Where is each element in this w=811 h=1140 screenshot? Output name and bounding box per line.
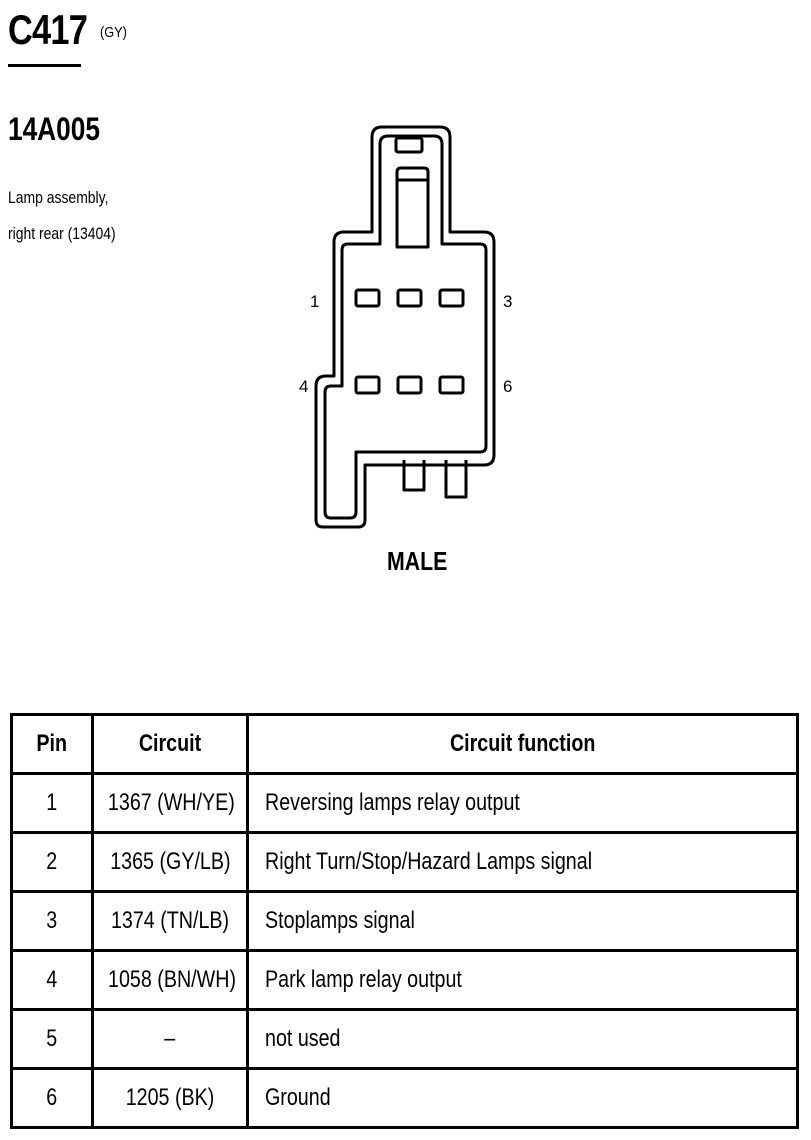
table-row: 5–not used [10, 1008, 799, 1070]
pin-cell: 6 [10, 1067, 94, 1129]
pin-cell: 3 [10, 890, 94, 952]
header-circuit-function: Circuit function [246, 713, 799, 775]
circuit-function-cell: Stoplamps signal [246, 890, 799, 952]
housing-inner-outline [323, 134, 488, 520]
terminal-6 [438, 375, 465, 395]
pin-cell: 2 [10, 831, 94, 893]
bottom-peg-1 [402, 460, 426, 492]
latch-tab [394, 136, 424, 154]
pin-label-3: 3 [503, 292, 512, 311]
pin-cell: 1 [10, 772, 94, 834]
pin-label-4: 4 [299, 377, 308, 396]
circuit-function-cell: Right Turn/Stop/Hazard Lamps signal [246, 831, 799, 893]
terminal-2 [396, 288, 423, 308]
description-line-2: right rear (13404) [8, 224, 116, 243]
header-circuit: Circuit [91, 713, 249, 775]
connector-gender-label: MALE [387, 546, 448, 576]
latch-arm [395, 166, 430, 249]
circuit-function-cell: Reversing lamps relay output [246, 772, 799, 834]
connector-color: (GY) [100, 24, 127, 41]
pin-label-1: 1 [310, 292, 319, 311]
header-pin: Pin [10, 713, 94, 775]
pin-label-6: 6 [503, 377, 512, 396]
part-number: 14A005 [8, 111, 100, 147]
title-underline [8, 64, 81, 67]
terminal-4 [354, 375, 381, 395]
pin-cell: 5 [10, 1008, 94, 1070]
circuit-cell: – [91, 1008, 249, 1070]
circuit-cell: 1374 (TN/LB) [91, 890, 249, 952]
pin-cell: 4 [10, 949, 94, 1011]
description-line-1: Lamp assembly, [8, 188, 109, 207]
circuit-cell: 1058 (BN/WH) [91, 949, 249, 1011]
terminal-5 [396, 375, 423, 395]
housing-outer-outline [314, 125, 496, 529]
circuit-cell: 1205 (BK) [91, 1067, 249, 1129]
circuit-function-cell: not used [246, 1008, 799, 1070]
connector-id: C417 [8, 6, 88, 53]
terminal-1 [354, 288, 381, 308]
bottom-peg-2 [444, 460, 468, 499]
circuit-cell: 1367 (WH/YE) [91, 772, 249, 834]
circuit-function-cell: Park lamp relay output [246, 949, 799, 1011]
connector-diagram: 1 3 4 6 [299, 125, 512, 529]
terminal-3 [438, 288, 465, 308]
circuit-function-cell: Ground [246, 1067, 799, 1129]
circuit-cell: 1365 (GY/LB) [91, 831, 249, 893]
table-header-row: Pin Circuit Circuit function [10, 713, 799, 775]
